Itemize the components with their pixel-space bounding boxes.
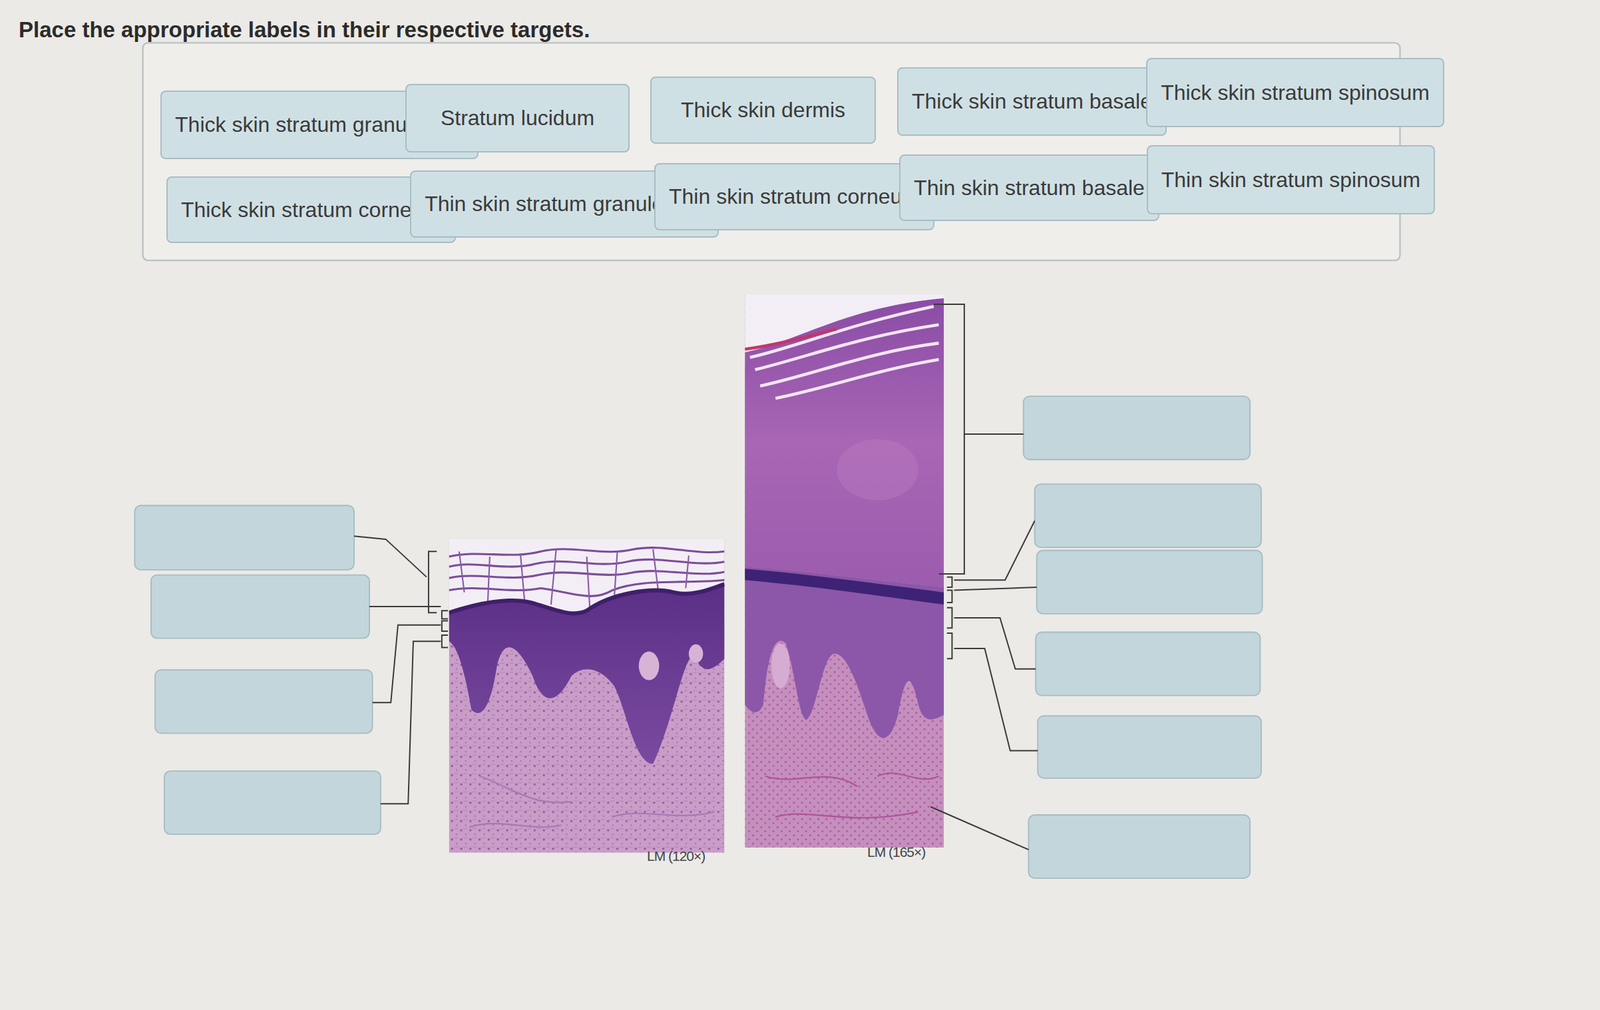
label-text: Thin skin stratum corneum [668, 184, 920, 209]
magnification-label: LM (120×) [646, 847, 705, 864]
magnification-label: LM (165×) [867, 843, 926, 860]
answer-label: Thick skin dermis [650, 76, 876, 144]
target-box [134, 396, 1262, 878]
answer-label: Thin skin stratum spinosum [1146, 145, 1435, 215]
label-text: Thick skin stratum corneum [181, 197, 442, 223]
answer-label: Thick skin stratum spinosum [1146, 57, 1445, 128]
label-text: Thin skin stratum basale [913, 175, 1145, 201]
label-text: Thick skin stratum basale [911, 89, 1153, 114]
instruction-title: Place the appropriate labels in their re… [18, 17, 590, 43]
answer-label: Thin skin stratum basale [899, 154, 1160, 221]
thin-skin-micrograph [449, 539, 725, 853]
answer-label: Thin skin stratum corneum [654, 163, 935, 231]
label-text: Thick skin stratum spinosum [1160, 80, 1430, 106]
answer-label: Stratum lucidum [405, 83, 630, 153]
answer-label: Thick skin stratum basale [897, 67, 1167, 136]
thick-skin-micrograph [744, 294, 944, 848]
label-text: Thick skin dermis [680, 97, 846, 123]
label-text: Stratum lucidum [440, 105, 595, 131]
label-text: Thin skin stratum spinosum [1161, 167, 1421, 193]
leader-line [354, 304, 1038, 850]
